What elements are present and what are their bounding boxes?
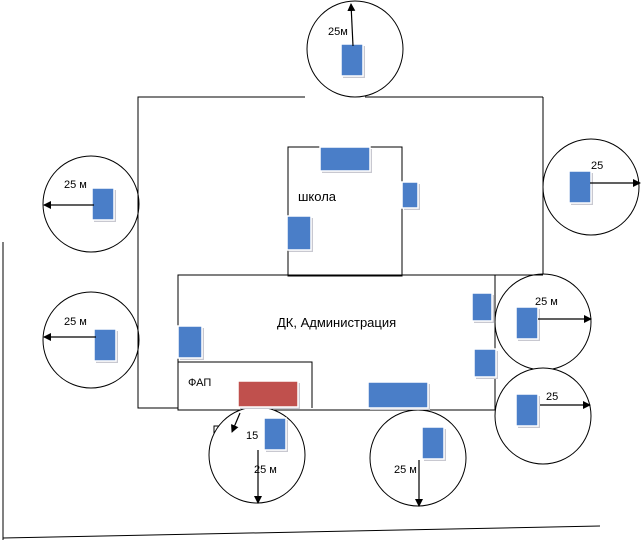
coverage-circle-bottom-center <box>369 409 467 507</box>
camera-icon <box>471 292 494 323</box>
dk-building <box>177 274 496 411</box>
camera-icon <box>340 43 365 78</box>
fifteen-label: 15 <box>246 430 258 442</box>
camera-icon <box>177 325 204 360</box>
coverage-circle-left-upper <box>42 155 140 253</box>
radius-label-right-lower: 25 <box>546 391 558 403</box>
radius-label-right-upper: 25 <box>591 160 603 172</box>
camera-icon <box>367 381 430 410</box>
camera-icon <box>319 146 372 173</box>
radius-label-top: 25м <box>328 26 348 38</box>
camera-icon <box>286 215 313 252</box>
camera-icon <box>91 187 116 222</box>
radius-label-left-lower: 25 м <box>64 316 87 328</box>
fap-label: ФАП <box>188 377 211 389</box>
coverage-circle-right-lower <box>494 367 592 465</box>
pointer-arrow <box>231 412 241 433</box>
camera-icon <box>473 348 498 379</box>
radius-label-bottom-center: 25 м <box>394 464 417 476</box>
coverage-circle-left-lower <box>42 291 140 389</box>
school-label: школа <box>298 189 337 204</box>
camera-icon <box>421 426 446 461</box>
fap-marker <box>237 380 300 409</box>
coverage-circle-bottom-left <box>208 406 306 504</box>
dk-label: ДК, Администрация <box>277 315 396 330</box>
camera-icon <box>515 393 540 428</box>
radius-label-bottom-left: 25 м <box>254 464 277 476</box>
range-arrow-top <box>347 3 356 47</box>
bottom-edge-line <box>2 525 601 539</box>
fap-building <box>178 361 313 408</box>
camera-icon <box>263 417 288 452</box>
camera-icon <box>568 170 593 205</box>
camera-icon <box>515 306 540 341</box>
camera-icon <box>401 181 420 210</box>
camera-icon <box>93 328 118 363</box>
outer-fence <box>137 96 305 409</box>
radius-label-right-middle: 25 м <box>535 296 558 308</box>
coverage-circle-right-middle <box>494 273 592 371</box>
radius-label-left-upper: 25 м <box>64 179 87 191</box>
